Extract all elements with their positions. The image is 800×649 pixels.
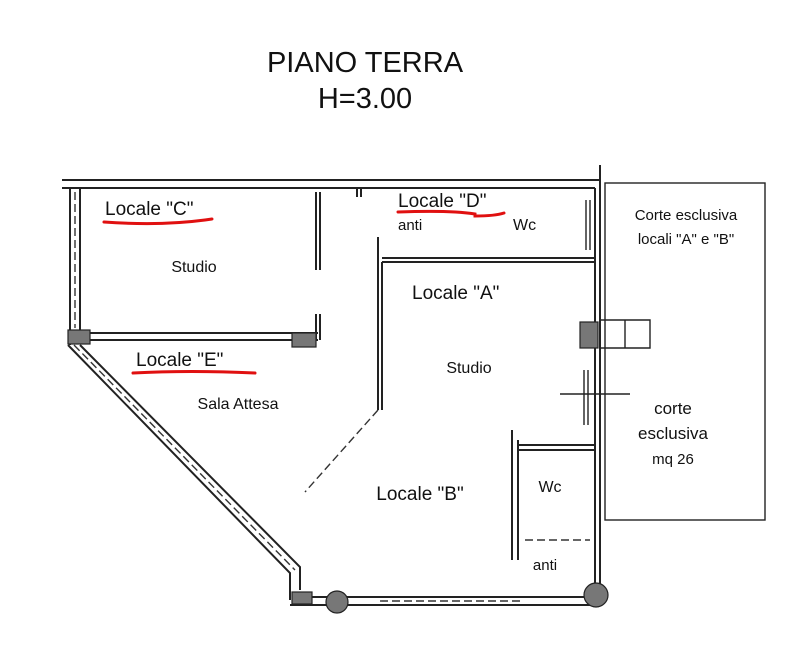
room-c-name: Locale "C" <box>105 199 193 220</box>
courtyard-label-2: locali "A" e "B" <box>638 231 734 248</box>
room-e-underline <box>131 370 257 375</box>
courtyard-label-3: corte <box>654 399 692 418</box>
room-d-wc: Wc <box>513 217 536 234</box>
room-a-name: Locale "A" <box>412 283 499 304</box>
pillar <box>579 321 599 349</box>
room-b-wc: Wc <box>538 479 561 496</box>
room-e-use: Sala Attesa <box>198 396 279 413</box>
room-b-name: Locale "B" <box>376 484 463 505</box>
room-c-underline <box>102 217 214 226</box>
pillar <box>291 591 313 605</box>
room-e-name: Locale "E" <box>136 350 223 371</box>
room-a-use: Studio <box>446 360 491 377</box>
ceiling-height: H=3.00 <box>318 83 412 115</box>
courtyard-area: mq 26 <box>652 451 694 468</box>
walls <box>62 165 651 614</box>
room-d-name: Locale "D" <box>398 191 486 212</box>
column <box>583 582 609 608</box>
room-d-anti: anti <box>398 217 422 234</box>
room-c-use: Studio <box>171 259 216 276</box>
courtyard-boundary <box>604 182 766 521</box>
courtyard-label-1: Corte esclusiva <box>635 207 738 224</box>
pillar <box>291 332 317 348</box>
plan-title: PIANO TERRA <box>267 47 464 79</box>
room-b-anti: anti <box>533 557 557 574</box>
pillar <box>67 329 91 345</box>
courtyard-label-4: esclusiva <box>638 424 708 443</box>
column <box>325 590 349 614</box>
room-d-underline <box>396 209 506 218</box>
